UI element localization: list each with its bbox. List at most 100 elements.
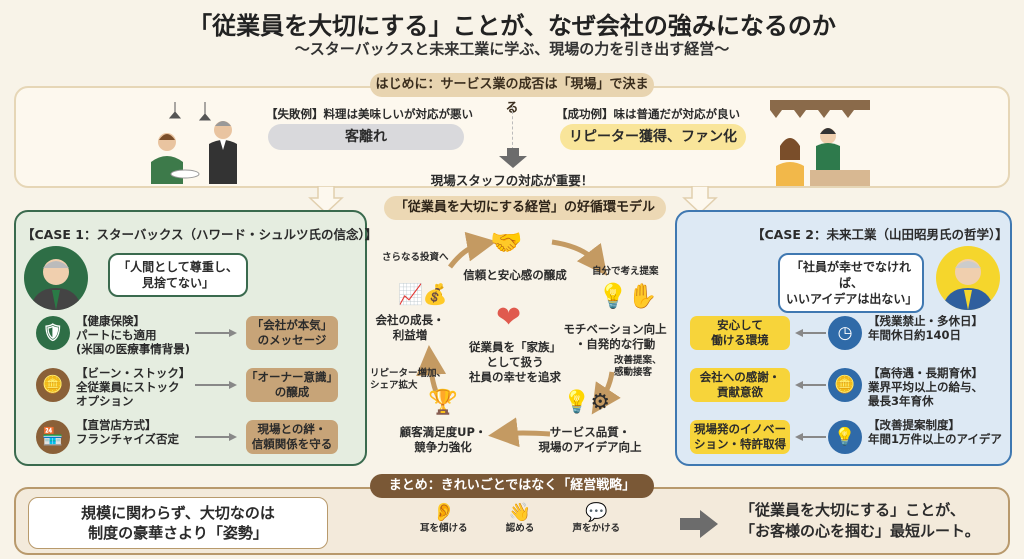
quote-line: いいアイデアは出ない」 xyxy=(786,292,918,306)
result-line: 働ける環境 xyxy=(711,333,769,347)
case2-result: 現場発のイノベーション・特許取得 xyxy=(690,420,790,454)
case2-title: 【CASE 2：未来工業（山田昭男氏の哲学）】 xyxy=(752,227,1008,242)
case1-policy: 【健康保険】パートにも適用(米国の医療事情背景) xyxy=(76,314,190,356)
policy-line: 【ビーン・ストック】 xyxy=(76,366,191,380)
action-label: 耳を傾ける xyxy=(420,523,468,534)
cycle-trust: 信頼と安心感の醸成 xyxy=(463,268,567,282)
arrow-right-icon xyxy=(195,329,237,337)
quote-line: 「人間として尊重し、 xyxy=(118,260,238,274)
cycle-motivation: モチベーション向上・自発的な行動 xyxy=(555,322,675,352)
restaurant-illustration xyxy=(145,100,250,184)
arrow-right-icon xyxy=(195,433,237,441)
node-line: 会社の成長・ xyxy=(375,313,445,327)
case2-policy: 【改善提案制度】年間1万件以上のアイデア xyxy=(868,418,1002,446)
cycle-self-propose: 自分で考え提案 xyxy=(592,266,659,277)
result-line: ション・特許取得 xyxy=(694,437,786,451)
coins-icon: 🪙 xyxy=(36,368,70,402)
success-result-bubble: リピーター獲得、ファン化 xyxy=(560,124,746,150)
node-line: シェア拡大 xyxy=(370,380,418,391)
result-line: 安心して xyxy=(717,318,763,332)
fail-example-label: 【失敗例】料理は美味しいが対応が悪い xyxy=(266,107,473,121)
store-icon: 🏪 xyxy=(36,420,70,454)
arrow-left-icon xyxy=(795,433,826,441)
result-line: の醸成 xyxy=(274,385,310,399)
success-example-label: 【成功例】味は普通だが対応が良い xyxy=(556,107,740,121)
shield-hands-icon: 🛡 xyxy=(36,316,70,350)
summary-conclusion: 「従業員を大切にする」ことが、 「お客様の心を掴む」最短ルート。 xyxy=(740,500,980,542)
case1-result: 「会社が本気」のメッセージ xyxy=(246,316,338,350)
result-line: のメッセージ xyxy=(257,333,327,347)
policy-line: 【健康保険】 xyxy=(76,314,145,328)
case2-quote: 「社員が幸せでなければ、 いいアイデアは出ない」 xyxy=(778,253,924,313)
down-arrow-icon xyxy=(498,148,528,172)
ear-icon: 👂 xyxy=(432,502,455,523)
arrow-left-icon xyxy=(795,381,826,389)
cycle-arrows xyxy=(416,231,621,448)
page-title: 「従業員を大切にする」ことが、なぜ会社の強みになるのか xyxy=(188,12,836,40)
case2-policy: 【高待遇・長期育休】業界平均以上の給与、最長3年育休 xyxy=(868,366,983,408)
case1-policy: 【ビーン・ストック】全従業員にストックオプション xyxy=(76,366,190,408)
cycle-satisfaction: 顧客満足度UP・競争力強化 xyxy=(388,425,498,455)
policy-line: 最長3年育休 xyxy=(868,394,934,408)
summary-header: まとめ：きれいごとではなく「経営戦略」 xyxy=(370,474,654,498)
action-listen: 👂耳を傾ける xyxy=(420,502,468,535)
cycle-center: 従業員を「家族」として扱う社員の幸せを追求 xyxy=(455,340,575,385)
case1-policy: 【直営店方式】フランチャイズ否定 xyxy=(76,418,179,446)
node-line: サービス品質・ xyxy=(549,425,631,439)
policy-line: 【残業禁止・多休日】 xyxy=(868,314,983,328)
case2-policy: 【残業禁止・多休日】年間休日約140日 xyxy=(868,314,983,342)
yamada-avatar xyxy=(936,246,1000,310)
arrow-left-icon xyxy=(795,329,826,337)
node-line: リピーター増加、 xyxy=(370,368,447,379)
action-speak: 💬声をかける xyxy=(572,502,620,535)
quote-line: 見捨てない」 xyxy=(141,276,214,290)
policy-line: 全従業員にストック xyxy=(76,380,180,394)
chevron-down-icon xyxy=(682,186,718,214)
case1-result: 現場との絆・信頼関係を守る xyxy=(246,420,338,454)
summary-line: 制度の豪華さより「姿勢」 xyxy=(88,524,268,542)
growth-chart-icon: 📈💰 xyxy=(398,282,448,306)
handshake-icon: 🤝 xyxy=(490,228,523,258)
policy-line: 年間休日約140日 xyxy=(868,328,962,342)
fail-result-bubble: 客離れ xyxy=(268,124,464,150)
summary-left-bubble: 規模に関わらず、大切なのは 制度の豪華さより「姿勢」 xyxy=(28,497,328,549)
intro-header: はじめに：サービス業の成否は「現場」で決まる xyxy=(370,73,654,116)
summary-line: 「お客様の心を掴む」最短ルート。 xyxy=(740,522,980,540)
cycle-header: 「従業員を大切にする経営」の好循環モデル xyxy=(384,196,666,220)
right-arrow-icon xyxy=(680,510,718,538)
node-line: 顧客満足度UP・ xyxy=(399,425,487,439)
node-line: 感動接客 xyxy=(614,367,653,378)
speech-bubble-icon: 💬 xyxy=(585,502,608,523)
result-line: 信頼関係を守る xyxy=(251,437,333,451)
clock-icon: ◷ xyxy=(828,316,862,350)
lightbulb-gear-icon: 💡⚙ xyxy=(563,390,611,415)
node-line: 利益増 xyxy=(392,328,428,342)
case1-result: 「オーナー意識」の醸成 xyxy=(246,368,338,402)
intro-conclusion: 現場スタッフの対応が重要！ xyxy=(430,173,594,188)
action-label: 声をかける xyxy=(572,523,620,534)
node-line: ・自発的な行動 xyxy=(574,337,656,351)
heart-icon: ❤ xyxy=(496,300,522,335)
node-line: 現場のアイデア向上 xyxy=(538,440,642,454)
policy-line: パートにも適用 xyxy=(76,328,157,342)
result-line: 現場発のイノベー xyxy=(694,422,786,436)
lightbulb-icon: 💡 xyxy=(828,420,862,454)
policy-line: 年間1万件以上のアイデア xyxy=(868,432,1002,446)
policy-line: 【直営店方式】 xyxy=(76,418,157,432)
policy-line: オプション xyxy=(76,394,134,408)
policy-line: 業界平均以上の給与、 xyxy=(868,380,983,394)
cycle-invest: さらなる投資へ xyxy=(382,252,449,263)
result-line: 「会社が本気」 xyxy=(251,318,333,332)
chevron-down-icon xyxy=(308,186,344,214)
case2-result: 安心して働ける環境 xyxy=(690,316,790,350)
node-line: 改善提案、 xyxy=(614,355,662,366)
node-line: モチベーション向上 xyxy=(563,322,667,336)
result-line: 会社への感謝・ xyxy=(699,370,781,384)
cycle-service: サービス品質・現場のアイデア向上 xyxy=(530,425,650,455)
action-acknowledge: 👋認める xyxy=(506,502,535,535)
case2-result: 会社への感謝・貢献意欲 xyxy=(690,368,790,402)
cycle-repeater: リピーター増加、シェア拡大 xyxy=(370,368,446,392)
case1-quote: 「人間として尊重し、 見捨てない」 xyxy=(108,253,248,297)
node-line: 従業員を「家族」 xyxy=(469,340,561,354)
policy-line: 【高待遇・長期育休】 xyxy=(868,366,983,380)
